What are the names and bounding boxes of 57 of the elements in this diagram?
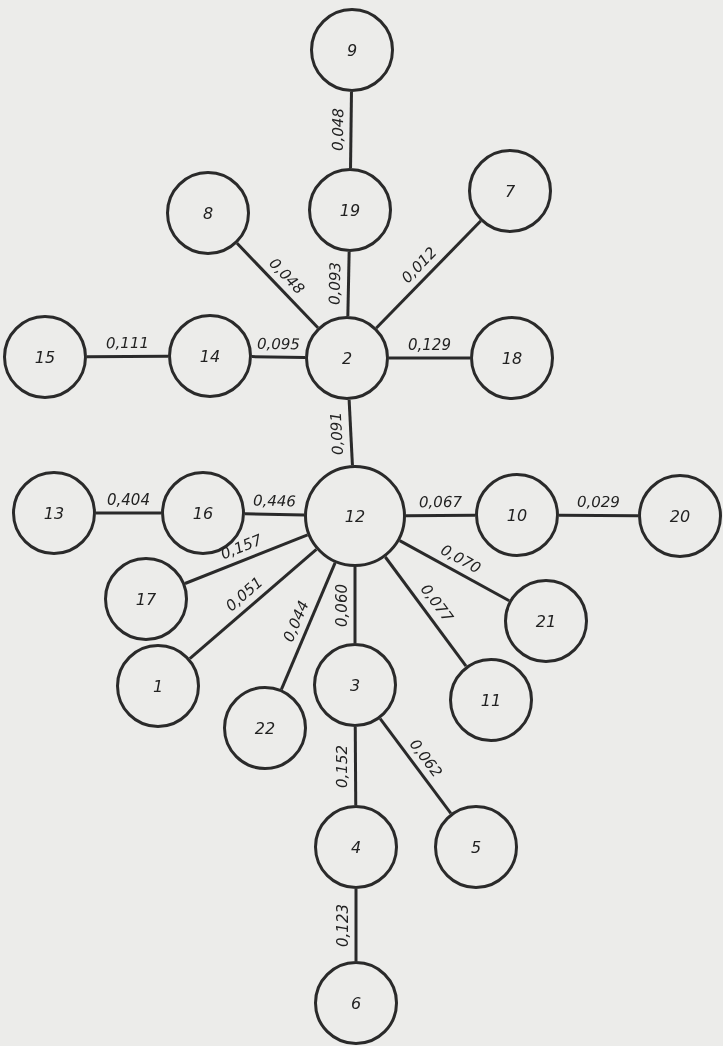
edge-label: 0,067 bbox=[418, 494, 462, 511]
connector-line bbox=[346, 251, 351, 317]
connector-line bbox=[251, 355, 306, 359]
node-number: 22 bbox=[254, 718, 276, 738]
connector-line bbox=[353, 727, 358, 805]
edge-label: 0,029 bbox=[577, 494, 621, 511]
node-number: 7 bbox=[504, 181, 516, 201]
node-number: 6 bbox=[350, 993, 362, 1013]
edge-label: 0,060 bbox=[334, 583, 350, 627]
connector-line bbox=[406, 513, 475, 518]
edge-label: 0,152 bbox=[334, 744, 351, 788]
edge-label: 0,093 bbox=[327, 262, 344, 306]
edge-label: 0,044 bbox=[280, 598, 312, 644]
connector-line bbox=[375, 220, 482, 329]
connector-line bbox=[559, 513, 638, 518]
connector-line bbox=[384, 556, 468, 668]
node-number: 2 bbox=[341, 348, 353, 368]
node-number: 14 bbox=[199, 346, 221, 366]
connector-line bbox=[235, 242, 320, 329]
edge-label: 0,129 bbox=[408, 337, 451, 353]
node-number: 20 bbox=[669, 506, 691, 526]
connector-line bbox=[347, 399, 354, 466]
node-number: 16 bbox=[192, 503, 214, 523]
connector-line bbox=[378, 717, 453, 815]
node-number: 12 bbox=[344, 506, 366, 526]
connector-line bbox=[280, 562, 337, 690]
node-number: 1 bbox=[152, 676, 164, 696]
node-number: 17 bbox=[135, 589, 157, 609]
edge-label: 0,446 bbox=[253, 493, 297, 510]
node-number: 8 bbox=[202, 203, 214, 223]
edge-label: 0,048 bbox=[330, 108, 346, 152]
node-number: 18 bbox=[501, 348, 523, 368]
edge-label: 0,404 bbox=[107, 492, 150, 508]
node-number: 21 bbox=[535, 611, 557, 631]
node-number: 11 bbox=[480, 690, 502, 710]
node-number: 5 bbox=[470, 837, 482, 857]
node-number: 4 bbox=[350, 837, 362, 857]
node-number: 13 bbox=[43, 503, 65, 523]
connector-line bbox=[244, 512, 305, 517]
connector-line bbox=[398, 539, 510, 603]
edge-label: 0,095 bbox=[257, 336, 301, 352]
node-number: 19 bbox=[339, 200, 361, 220]
connector-line bbox=[353, 567, 357, 643]
edge-label: 0,123 bbox=[335, 903, 351, 947]
node-number: 9 bbox=[346, 40, 358, 60]
edge-label: 0,111 bbox=[105, 335, 149, 352]
node-number: 15 bbox=[34, 347, 56, 367]
node-number: 10 bbox=[506, 505, 528, 525]
edge-label: 0,091 bbox=[329, 411, 347, 455]
connector-line bbox=[96, 511, 161, 515]
connector-line bbox=[349, 91, 353, 169]
connector-line bbox=[389, 356, 470, 360]
connector-line bbox=[87, 354, 168, 359]
connector-line bbox=[184, 533, 309, 585]
node-number: 3 bbox=[349, 675, 361, 695]
connector-line bbox=[188, 548, 318, 660]
connector-line bbox=[354, 889, 358, 961]
